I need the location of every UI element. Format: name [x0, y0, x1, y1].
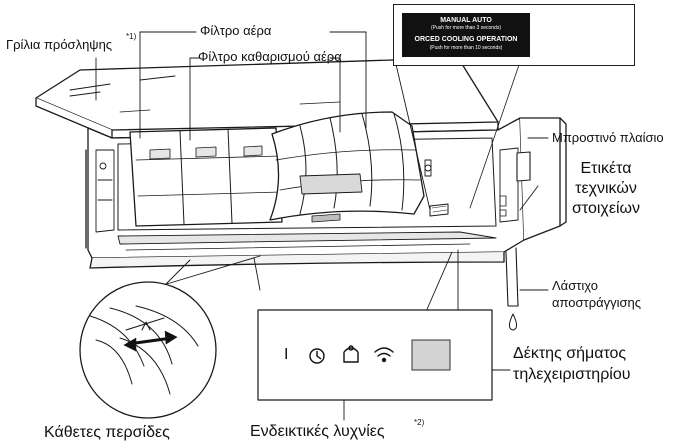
intake-grille	[35, 59, 499, 139]
label-vertical-louvers: Κάθετες περσίδες	[44, 424, 170, 441]
air-filter-left	[129, 127, 283, 227]
label-intake-grille-note: *1)	[126, 32, 137, 41]
label-cleaning-filter: Φίλτρο καθαρισμού αέρα	[198, 49, 342, 64]
label-spec-3: στοιχείων	[572, 200, 640, 217]
label-intake-grille: Γρίλια πρόσληψης	[6, 37, 113, 52]
manual-auto-button	[431, 205, 448, 213]
indicator-panel	[257, 309, 493, 401]
label-spec-1: Ετικέτα	[580, 160, 632, 177]
receiver-window	[411, 339, 451, 371]
label-front-panel: Μπροστινό πλαίσιο	[552, 130, 664, 145]
label-receiver-1: Δέκτης σήματος	[513, 345, 627, 362]
manual-auto-callout: MANUAL AUTO (Push for more than 3 second…	[393, 4, 635, 66]
callout-line-1: MANUAL AUTO	[440, 17, 492, 24]
callout-line-2: (Push for more than 3 seconds)	[430, 25, 502, 31]
label-drain-hose-2: αποστράγγισης	[552, 295, 642, 310]
wifi-icon	[374, 347, 394, 363]
drain-hose	[505, 247, 519, 331]
louver-zoom	[79, 281, 217, 419]
callout-line-3: ORCED COOLING OPERATION	[414, 36, 518, 43]
label-indicators: Ενδεικτικές λυχνίες	[250, 423, 385, 440]
label-air-filter: Φίλτρο αέρα	[200, 23, 272, 38]
sleep-icon	[343, 345, 359, 363]
callout-line-4: (Push for more than 10 seconds)	[429, 45, 503, 51]
air-filter-right	[269, 111, 425, 223]
callout-text-block: MANUAL AUTO (Push for more than 3 second…	[402, 13, 530, 57]
power-indicator: I	[284, 346, 289, 363]
label-spec-2: τεχνικών	[575, 180, 637, 197]
label-indicators-note: *2)	[414, 418, 425, 427]
label-receiver-2: τηλεχειριστηρίου	[513, 366, 631, 383]
timer-icon	[309, 348, 325, 364]
label-drain-hose-1: Λάστιχο	[552, 278, 598, 293]
louver-arrow	[123, 330, 178, 352]
